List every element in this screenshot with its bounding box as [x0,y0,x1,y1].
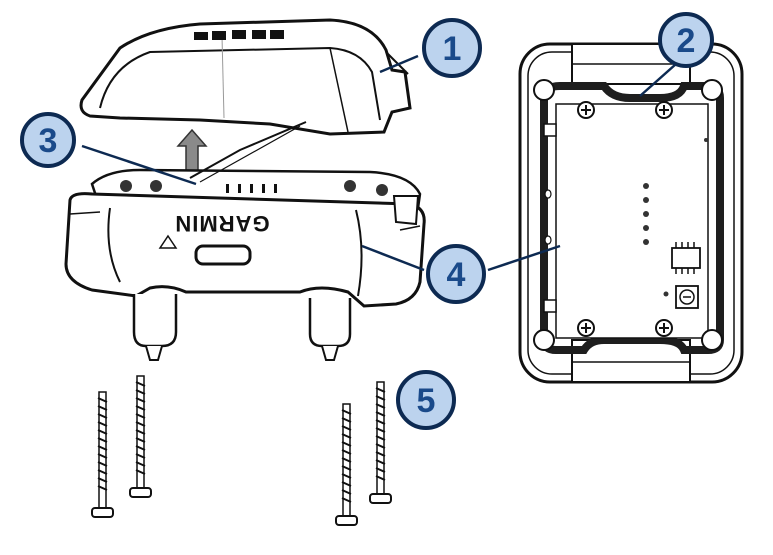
lift-arrow-icon [176,128,208,177]
corner-screw-icon [655,319,673,337]
callout-1: 1 [422,18,482,78]
screw [369,381,392,504]
contact-probe-right [308,298,352,361]
contact-pins [226,184,277,193]
screw [335,403,358,526]
top-cover [79,18,412,136]
svg-text:1: 1 [443,30,462,68]
callout-4: 4 [426,244,486,304]
svg-text:5: 5 [417,382,436,420]
callout-2: 2 [658,12,714,68]
connector-icon [671,242,701,274]
rotary-switch-icon [675,285,699,309]
callout-3: 3 [20,112,76,168]
housing-top-view [518,42,744,384]
corner-screw-icon [577,319,595,337]
contact-probe-left [132,294,178,361]
device-base: GARMIN [64,168,426,361]
led-dots [643,183,649,245]
corner-screw-icon [655,101,673,119]
svg-text:3: 3 [39,122,58,160]
cover-logo-icon [194,30,284,40]
triangle-marker-icon [158,234,178,249]
svg-text:2: 2 [677,22,696,60]
leader-lines [81,54,677,272]
callout-5: 5 [396,370,456,430]
brand-logo: GARMIN [174,211,269,236]
svg-text:4: 4 [447,256,466,294]
screw [129,375,152,498]
collar-device: GARMIN [64,18,426,361]
corner-screw-icon [577,101,595,119]
led-window [194,244,252,266]
screw [91,391,114,518]
screws [91,375,392,526]
